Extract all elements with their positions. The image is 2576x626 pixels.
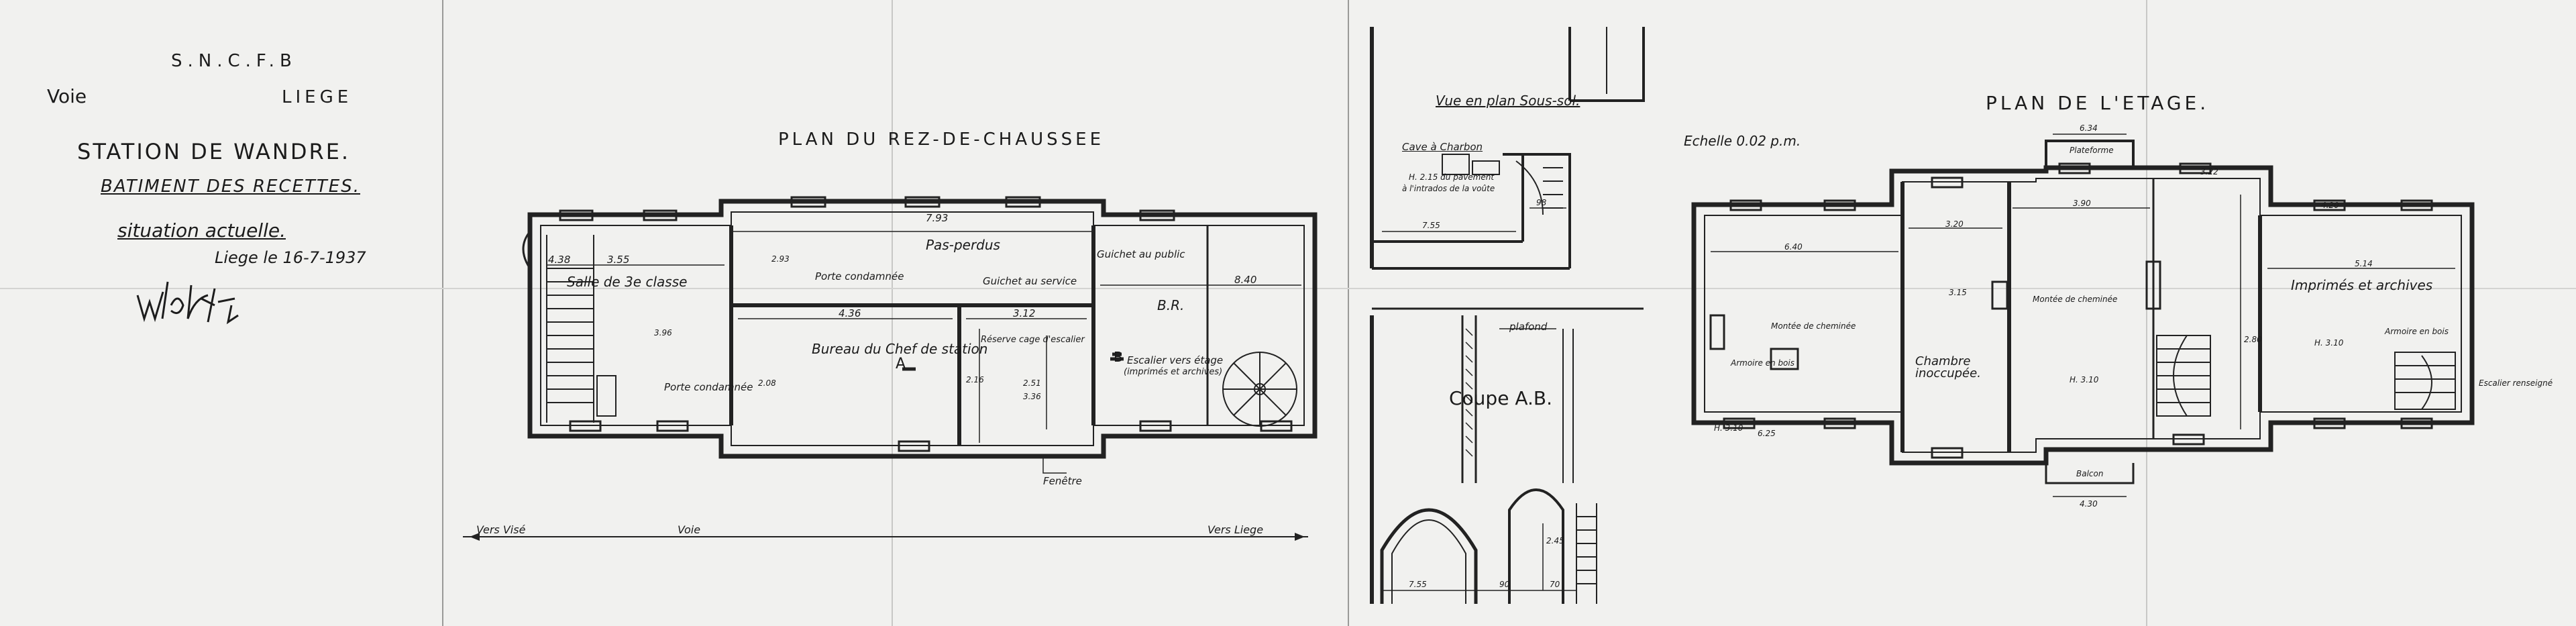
fenetre-label: Fenêtre — [1043, 475, 1082, 487]
dim-gf-12: 2.51 — [1023, 378, 1041, 388]
dim-uf-11: 3.22 — [2200, 167, 2218, 176]
section-marker-b: B — [1114, 349, 1123, 365]
section-dim-1: 7.55 — [1409, 580, 1427, 589]
dim-uf-1: 6.34 — [2080, 123, 2098, 133]
montee-label-2: Montée de cheminée — [2033, 295, 2118, 304]
montee-label-1: Montée de cheminée — [1771, 321, 1856, 331]
basement-note2: à l'intrados de la voûte — [1402, 184, 1495, 193]
hauteur-1: H. 3.10 — [2070, 375, 2099, 384]
dim-uf-7: 3.15 — [1949, 288, 1967, 297]
basement-cave: Cave à Charbon — [1402, 141, 1483, 153]
room-chambre: Chambre inoccupée. — [1915, 354, 1981, 380]
hauteur-3: H. 3.10 — [1714, 423, 1743, 433]
plateforme-label: Plateforme — [2070, 146, 2114, 155]
station-title: STATION DE WANDRE. — [77, 139, 351, 164]
basement-title: Vue en plan Sous-sol. — [1436, 93, 1580, 109]
armoire-label-2: Armoire en bois — [2385, 327, 2449, 336]
voie-label: Voie — [47, 85, 87, 107]
dim-uf-5: 5.14 — [2355, 259, 2373, 268]
room-imprimes: Imprimés et archives — [2291, 277, 2433, 293]
section-dim-2: 90 — [1499, 580, 1510, 589]
section-dim-3: 70 — [1550, 580, 1560, 589]
section-ab — [1370, 315, 1597, 604]
dim-uf-8: 2.80 — [2244, 335, 2262, 344]
hauteur-2: H. 3.10 — [2314, 338, 2344, 348]
basement-note1: H. 2.15 du pavement — [1409, 172, 1495, 182]
armoire-label-1: Armoire en bois — [1731, 358, 1794, 368]
porte-condamnee-1: Porte condamnée — [664, 381, 753, 393]
balcon-label: Balcon — [2076, 469, 2104, 478]
dim-gf-2: 8.40 — [1234, 274, 1257, 286]
scale-label: Echelle 0.02 p.m. — [1684, 133, 1801, 149]
escalier-renseigne: Escalier renseigné — [2479, 378, 2553, 388]
escalier-label: Escalier vers étage — [1127, 354, 1224, 366]
basement-dim-2: 98 — [1536, 198, 1547, 207]
dim-uf-9: 4.20 — [2321, 201, 2339, 210]
dim-gf-5: 4.36 — [839, 307, 861, 319]
ground-floor-title: PLAN DU REZ-DE-CHAUSSEE — [778, 129, 1105, 150]
dim-gf-10: 3.96 — [654, 328, 672, 337]
section-title: Coupe A.B. — [1449, 387, 1552, 409]
dim-gf-1: 7.93 — [926, 212, 949, 224]
situation-label: situation actuelle. — [117, 219, 286, 242]
room-br: B.R. — [1157, 297, 1185, 313]
basement-plan — [1370, 27, 1645, 310]
vers-vise: Vers Visé — [476, 523, 526, 536]
upper-floor-title: PLAN DE L'ETAGE. — [1986, 92, 2210, 114]
dim-gf-7: 2.16 — [966, 375, 984, 384]
voie-value: LIEGE — [282, 87, 353, 107]
vers-liege: Vers Liege — [1208, 523, 1264, 536]
guichet-service: Guichet au service — [983, 275, 1077, 287]
dim-gf-3: 3.55 — [607, 254, 630, 266]
reserve-label: Réserve cage d'escalier — [981, 335, 1085, 345]
room-chef-office: Bureau du Chef de station — [812, 341, 988, 357]
dim-uf-10: 6.25 — [1758, 429, 1776, 438]
escalier-sub: (imprimés et archives) — [1124, 367, 1223, 377]
dim-gf-8: 2.08 — [758, 378, 776, 388]
signature-mark — [136, 281, 239, 325]
porte-condamnee-2: Porte condamnée — [815, 270, 904, 282]
dim-gf-9: 2.93 — [771, 254, 790, 264]
room-pas-perdus: Pas-perdus — [926, 237, 1000, 253]
basement-dim-1: 7.55 — [1422, 221, 1440, 230]
place-date: Liege le 16-7-1937 — [215, 248, 366, 267]
section-dim-4: 2.45 — [1546, 536, 1564, 545]
dim-gf-11: 3.36 — [1023, 392, 1041, 401]
dim-gf-6: 3.12 — [1013, 307, 1036, 319]
ground-floor-plan — [463, 196, 1318, 541]
room-waiting: Salle de 3e classe — [567, 274, 688, 290]
building-title: BATIMENT DES RECETTES. — [101, 176, 360, 197]
section-marker-a: A — [896, 356, 906, 372]
dim-uf-6: 4.30 — [2080, 499, 2098, 509]
company-label: S.N.C.F.B — [171, 51, 297, 71]
section-plafond: plafond — [1509, 321, 1548, 333]
voie-bottom: Voie — [678, 523, 701, 536]
guichet-public: Guichet au public — [1097, 248, 1185, 260]
upper-floor-plan — [1691, 134, 2475, 497]
dim-uf-4: 3.90 — [2073, 199, 2091, 208]
dim-uf-3: 3.20 — [1945, 219, 1964, 229]
dim-gf-4: 4.38 — [548, 254, 571, 266]
dim-uf-2: 6.40 — [1784, 242, 1803, 252]
